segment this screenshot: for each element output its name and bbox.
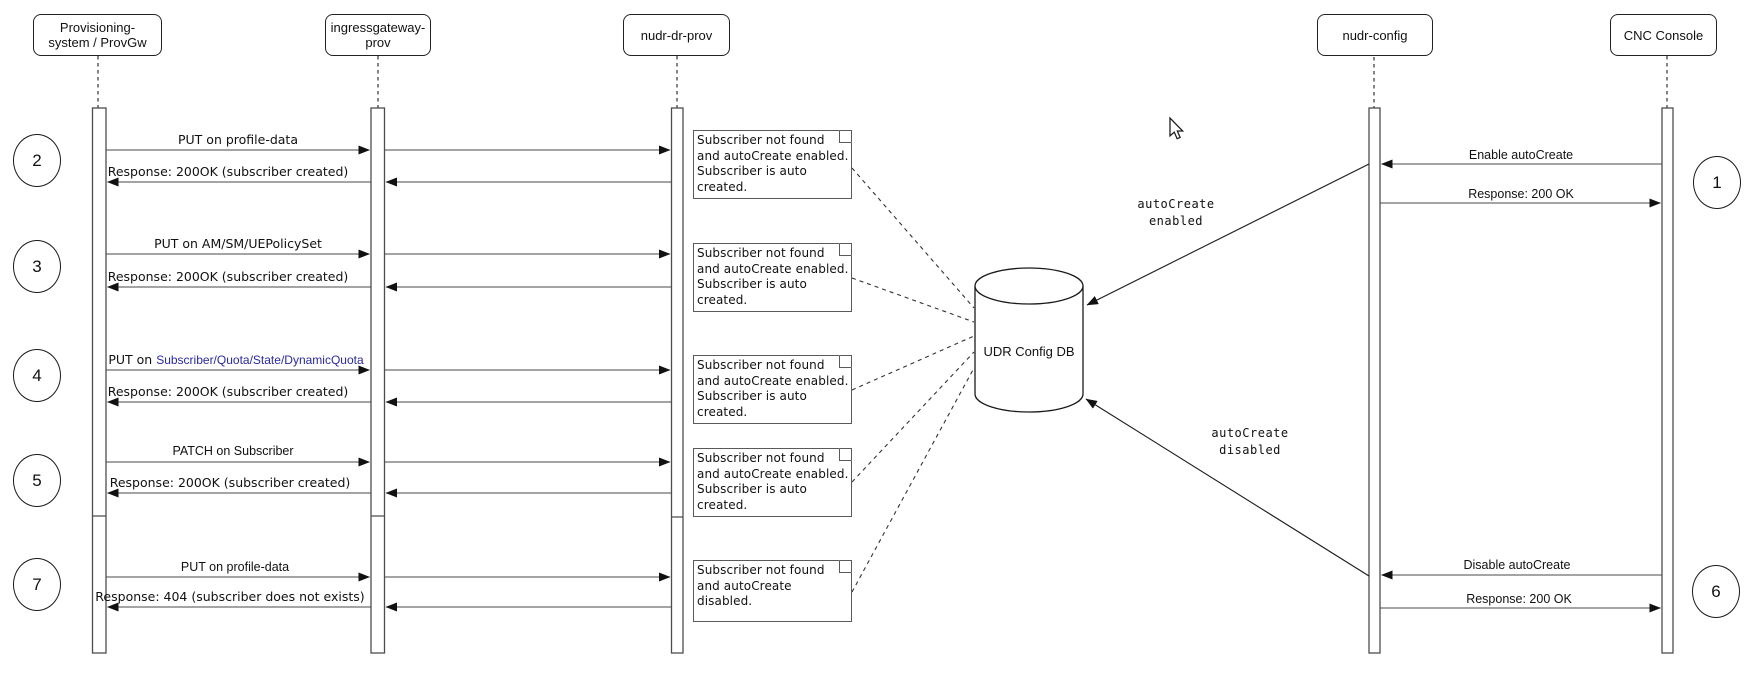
- message-label-step5-response: Response: 200OK (subscriber created): [109, 475, 351, 490]
- message-label-step1-request: Enable autoCreate: [1468, 148, 1574, 162]
- note-step3: Subscriber not found and autoCreate enab…: [693, 243, 852, 312]
- step-number: 6: [1711, 581, 1721, 601]
- note-text: Subscriber not found and autoCreate disa…: [697, 563, 825, 608]
- message-label-step4-response: Response: 200OK (subscriber created): [107, 384, 349, 399]
- message-label-step4-request: PUT on Subscriber/Quota/State/DynamicQuo…: [108, 351, 363, 369]
- note-text: Subscriber not found and autoCreate enab…: [697, 358, 849, 419]
- message-label-step2-response: Response: 200OK (subscriber created): [107, 164, 349, 179]
- mouse-cursor: [1169, 116, 1185, 140]
- message-label-step1-response: Response: 200 OK: [1468, 187, 1574, 201]
- step-circle-4: 4: [13, 349, 61, 402]
- step-circle-1: 1: [1693, 156, 1741, 209]
- message-label-step6-response: Response: 200 OK: [1466, 592, 1572, 606]
- step-number: 1: [1712, 172, 1722, 192]
- message-label-step2-request: PUT on profile-data: [178, 132, 298, 147]
- step-circle-7: 7: [13, 558, 61, 611]
- message-label-step3-request: PUT on AM/SM/UEPolicySet: [154, 236, 322, 251]
- message-label-step7-request: PUT on profile-data: [180, 560, 290, 574]
- activation-bar-ingressgateway: [370, 107, 386, 654]
- lifelines: [97, 56, 1668, 108]
- participant-label: nudr-config: [1342, 27, 1408, 43]
- message-label-step6-request: Disable autoCreate: [1463, 558, 1571, 572]
- participant-provisioning-system: Provisioning- system / ProvGw: [33, 14, 162, 56]
- participant-label: CNC Console: [1623, 27, 1704, 43]
- message-label-step3-response: Response: 200OK (subscriber created): [107, 269, 349, 284]
- step-circle-5: 5: [13, 454, 61, 507]
- step4-request-path: Subscriber/Quota/State/DynamicQuota: [156, 353, 364, 367]
- participant-ingressgateway-prov: ingressgateway- prov: [325, 14, 431, 56]
- arrow-autocreate-disabled-to-db: [1085, 398, 1370, 577]
- participant-label: nudr-dr-prov: [640, 27, 713, 43]
- activation-bars: [91, 107, 1674, 654]
- step-circle-2: 2: [13, 134, 61, 187]
- step-number: 4: [32, 365, 42, 385]
- annotation-autocreate-enabled: autoCreate enabled: [1137, 197, 1215, 228]
- step-circle-3: 3: [13, 240, 61, 293]
- activation-bar-cnc-console: [1661, 107, 1674, 654]
- arrow-autocreate-enabled-to-db: [1086, 163, 1370, 306]
- database-cylinder: [974, 267, 1084, 413]
- message-label-step5-request: PATCH on Subscriber: [172, 444, 294, 458]
- activation-bar-nudr-config: [1368, 107, 1381, 654]
- note-step4: Subscriber not found and autoCreate enab…: [693, 355, 852, 424]
- participant-label: ingressgateway- prov: [330, 20, 426, 50]
- message-label-step7-response: Response: 404 (subscriber does not exist…: [95, 589, 365, 604]
- note-step5: Subscriber not found and autoCreate enab…: [693, 448, 852, 517]
- participant-nudr-config: nudr-config: [1317, 14, 1433, 56]
- connector-note7-to-db: [851, 367, 975, 593]
- database-label: UDR Config DB: [983, 344, 1075, 359]
- activation-segment-ticks: [92, 515, 683, 518]
- connector-note4-to-db: [851, 335, 975, 391]
- annotation-autocreate-disabled: autoCreate disabled: [1211, 426, 1289, 457]
- note-step7: Subscriber not found and autoCreate disa…: [693, 560, 852, 622]
- activation-bar-provisioning: [91, 107, 107, 654]
- participant-cnc-console: CNC Console: [1610, 14, 1717, 56]
- step4-request-prefix: PUT on: [108, 352, 157, 367]
- step-number: 7: [32, 574, 42, 594]
- connector-note3-to-db: [851, 277, 975, 323]
- note-text: Subscriber not found and autoCreate enab…: [697, 451, 849, 512]
- connector-note2-to-db: [851, 167, 975, 309]
- note-step2: Subscriber not found and autoCreate enab…: [693, 130, 852, 199]
- note-text: Subscriber not found and autoCreate enab…: [697, 246, 849, 307]
- participant-nudr-dr-prov: nudr-dr-prov: [623, 14, 730, 56]
- connector-note5-to-db: [851, 351, 975, 483]
- step-circle-6: 6: [1692, 565, 1740, 618]
- step-number: 5: [32, 470, 42, 490]
- step-number: 2: [32, 150, 42, 170]
- participant-label: Provisioning- system / ProvGw: [48, 20, 147, 50]
- step-number: 3: [32, 256, 42, 276]
- note-text: Subscriber not found and autoCreate enab…: [697, 133, 849, 194]
- activation-bar-nudr-dr-prov: [670, 107, 684, 654]
